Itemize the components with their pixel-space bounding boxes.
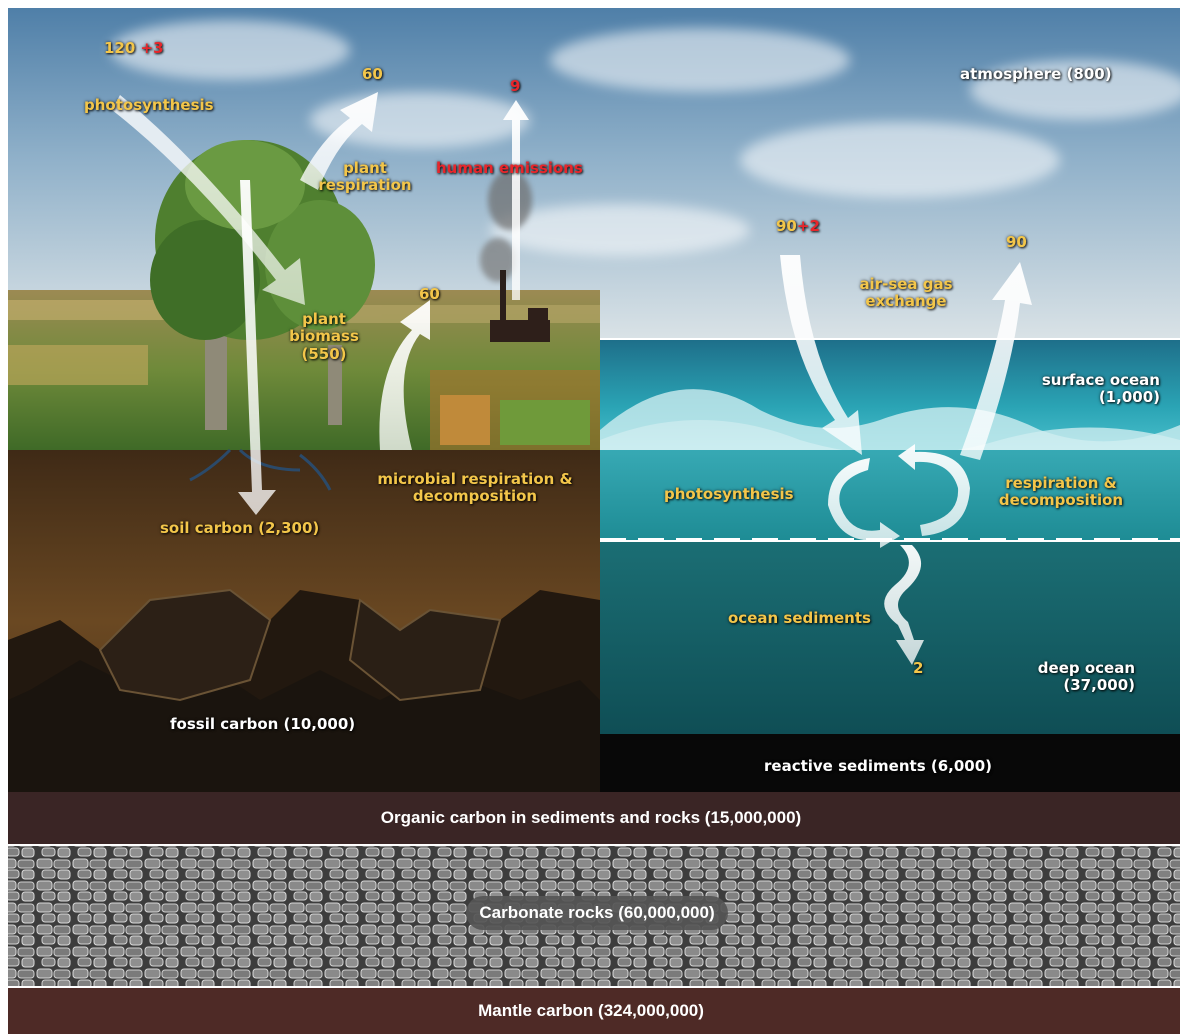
carbonate-rocks-label: Carbonate rocks (60,000,000) — [479, 903, 715, 922]
plant-biomass-label: plant biomass (550) — [289, 310, 359, 363]
air-sea-in-human-value: +2 — [796, 217, 820, 235]
plant-to-soil-arrow — [238, 180, 276, 515]
land-photosynthesis-label: photosynthesis — [84, 96, 214, 114]
atmosphere-label: atmosphere (800) — [960, 65, 1112, 83]
microbial-respiration-arrow — [379, 300, 430, 450]
carbonate-label-pill — [466, 896, 728, 930]
fossil-rocks — [8, 588, 600, 792]
microbial-respiration-value: 60 — [419, 285, 440, 303]
ocean-sediments-value: 2 — [913, 659, 924, 677]
microbial-respiration-label: microbial respiration & decomposition — [377, 470, 573, 506]
human-emissions-label: human emissions — [436, 159, 583, 177]
deep-ocean-layer — [600, 542, 1180, 734]
plant-respiration-arrow — [300, 92, 378, 190]
ocean-respiration-loop-arrow — [898, 444, 970, 536]
waves — [600, 389, 1180, 455]
mantle-carbon-label: Mantle carbon (324,000,000) — [478, 1001, 704, 1020]
air-sea-in-flux: 90+2 — [776, 217, 820, 235]
human-emissions-value: 9 — [510, 77, 521, 95]
ocean-sediments-label: ocean sediments — [728, 609, 871, 627]
land-photosynthesis-human-value: +3 — [140, 39, 164, 57]
deep-ocean-label: deep ocean (37,000) — [1037, 659, 1135, 695]
plant-respiration-value: 60 — [362, 65, 383, 83]
fossil-carbon-label: fossil carbon (10,000) — [170, 715, 356, 733]
land-photosynthesis-flux: 120 +3 — [104, 39, 164, 57]
mixed-ocean-layer — [600, 450, 1180, 540]
air-sea-out-value: 90 — [1006, 233, 1027, 251]
reactive-sediments-layer — [600, 734, 1180, 792]
ocean-respiration-label: respiration & decomposition — [998, 474, 1124, 510]
air-sea-out-arrow — [960, 262, 1032, 460]
ocean-photosynthesis-label: photosynthesis — [664, 485, 794, 503]
air-sea-exchange-label: air-sea gas exchange — [859, 275, 953, 311]
air-sea-in-value: 90 — [776, 217, 797, 235]
tree-roots — [189, 448, 332, 491]
ocean-photosynthesis-loop-arrow — [828, 458, 900, 548]
surface-ocean-label: surface ocean (1,000) — [1041, 371, 1160, 407]
plant-respiration-label: plant respiration — [318, 159, 412, 195]
organic-carbon-band — [8, 792, 1180, 844]
human-emissions-arrow — [503, 100, 529, 300]
organic-carbon-label: Organic carbon in sediments and rocks (1… — [380, 808, 802, 827]
power-plant — [480, 170, 550, 342]
reactive-sediments-label: reactive sediments (6,000) — [764, 757, 993, 775]
grass-tufts — [440, 395, 590, 445]
land-photosynthesis-arrow — [112, 95, 305, 305]
ocean-sediments-arrow — [884, 545, 924, 665]
land-photosynthesis-value: 120 — [104, 39, 136, 57]
soil-carbon-label: soil carbon (2,300) — [160, 519, 320, 537]
air-sea-in-arrow — [780, 255, 862, 455]
mantle-carbon-band — [8, 988, 1180, 1034]
